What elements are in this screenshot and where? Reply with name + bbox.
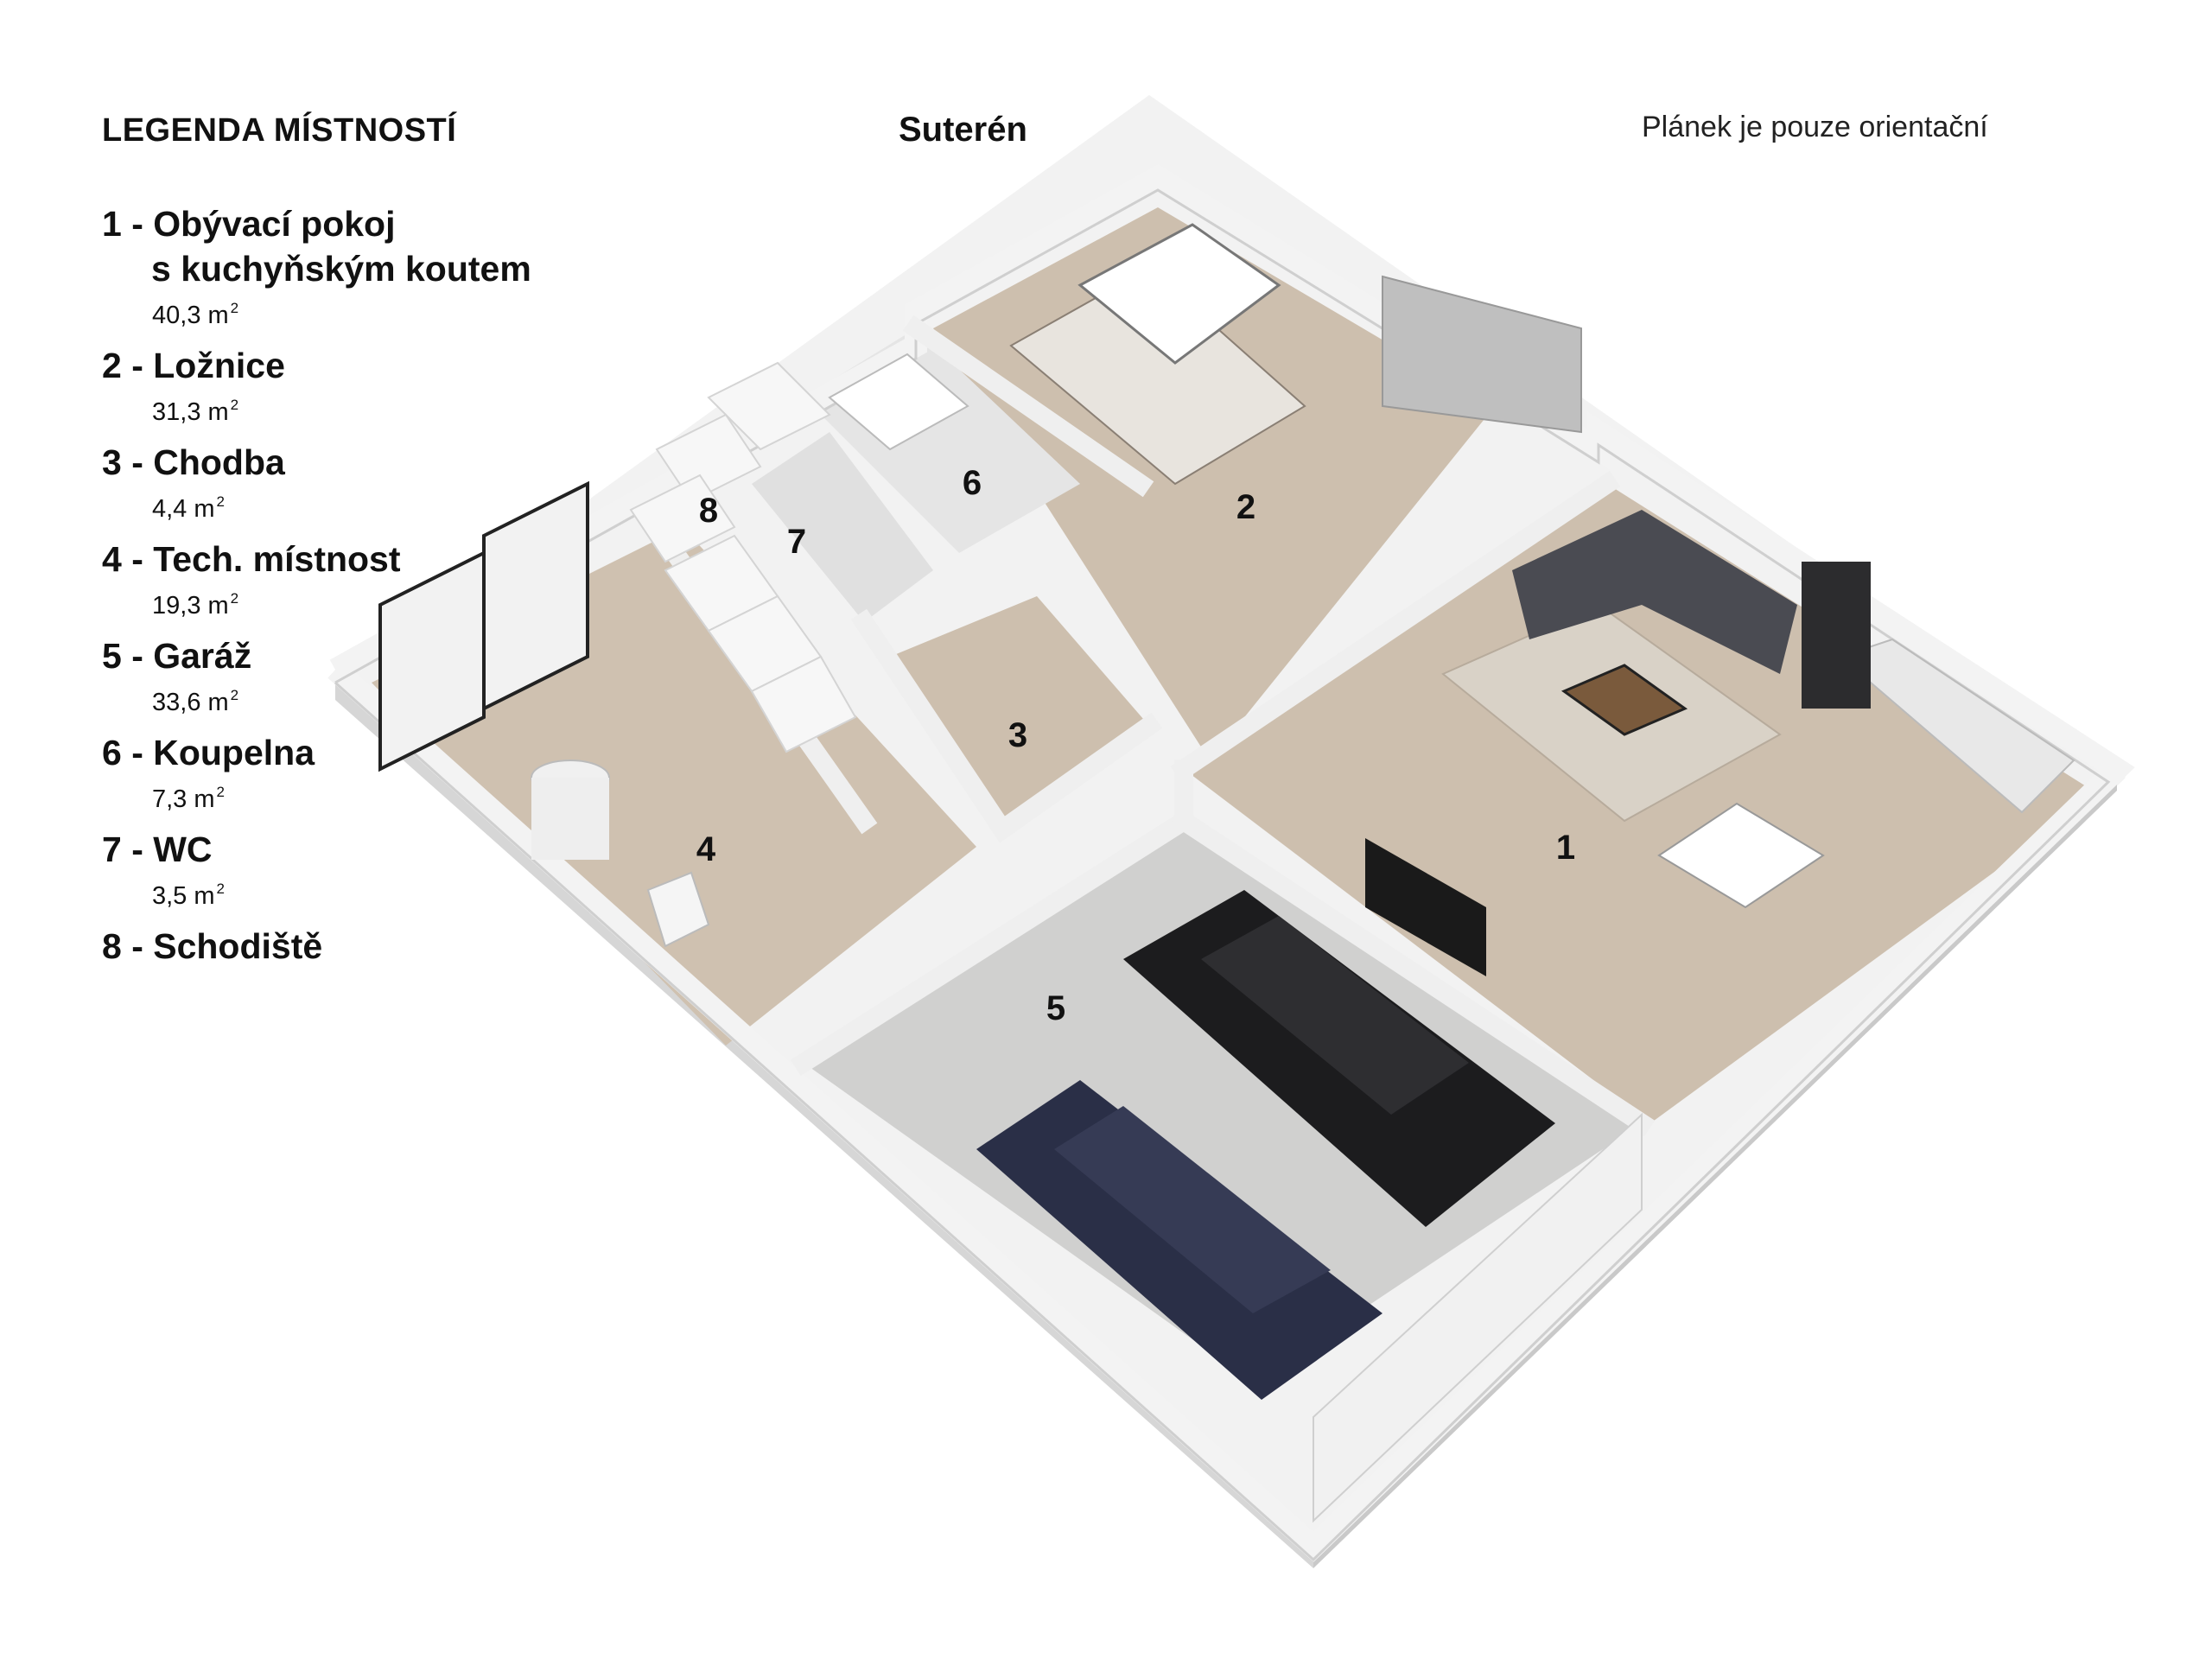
tv: [1365, 838, 1486, 976]
legend-title: LEGENDA MÍSTNOSTÍ: [102, 112, 457, 149]
floor-garage: [804, 821, 1642, 1382]
fridge: [1802, 562, 1871, 709]
floor-title: Suterén: [899, 111, 1027, 149]
kitchen-counter: [1839, 638, 2075, 814]
boiler-body: [531, 778, 609, 860]
dining-table: [1657, 802, 1825, 909]
washer: [646, 871, 710, 948]
legend-room-name: 2 - Ložnice: [102, 346, 285, 385]
plan-label-hallway: 3: [1008, 716, 1027, 754]
legend-room-name: 1 - Obývací pokoj: [102, 204, 396, 244]
plan-label-tech-room: 4: [696, 830, 716, 868]
legend-room-name-cont: s kuchyňským koutem: [151, 249, 531, 289]
room-legend: LEGENDA MÍSTNOSTÍ 1 - Obývací pokoj s ku…: [102, 112, 586, 979]
car-black: [1123, 890, 1555, 1227]
car-navy: [976, 1080, 1382, 1400]
legend-room-name: 5 - Garáž: [102, 636, 252, 676]
legend-room-name: 8 - Schodiště: [102, 926, 323, 966]
bathtub: [828, 353, 969, 451]
plan-label-garage: 5: [1046, 989, 1065, 1027]
bed: [1077, 223, 1281, 365]
plan-label-living-room: 1: [1556, 829, 1575, 867]
legend-room-name: 6 - Koupelna: [102, 733, 315, 772]
shelving-units: [378, 480, 589, 772]
legend-item-living-room: 1 - Obývací pokoj s kuchyňským koutem 40…: [102, 201, 586, 333]
plan-label-wc: 7: [787, 523, 806, 561]
plan-label-bedroom: 2: [1236, 488, 1255, 526]
plan-label-bathroom: 6: [963, 464, 982, 502]
interior-walls: [643, 315, 1656, 1137]
garage-door: [1313, 1112, 1643, 1523]
sofa: [1512, 510, 1797, 674]
legend-room-name: 4 - Tech. místnost: [102, 539, 401, 579]
disclaimer-note: Plánek je pouze orientační: [1642, 111, 1988, 143]
floor-wc: [752, 432, 933, 622]
coffee-table: [1560, 664, 1688, 736]
outer-wall-edge: [334, 188, 2111, 1562]
legend-room-name: 3 - Chodba: [102, 442, 285, 482]
wardrobe: [1382, 275, 1582, 434]
legend-item-staircase: 8 - Schodiště: [102, 924, 586, 969]
staircase: [629, 361, 857, 753]
legend-room-name: 7 - WC: [102, 830, 213, 869]
plan-label-staircase: 8: [699, 492, 718, 530]
